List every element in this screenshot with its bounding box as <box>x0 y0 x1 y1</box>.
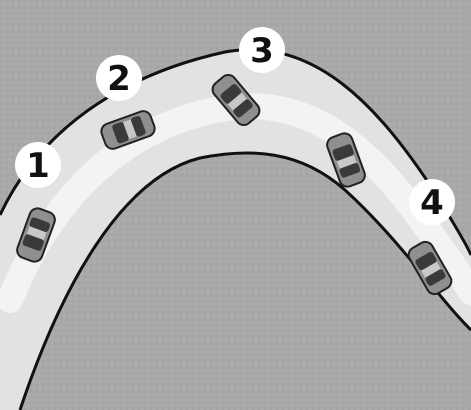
marker-4: 4 <box>409 179 455 225</box>
car <box>407 240 453 296</box>
marker-1: 1 <box>15 142 61 188</box>
marker-2-label: 2 <box>107 59 131 99</box>
car <box>16 207 56 263</box>
marker-3: 3 <box>239 27 285 73</box>
car <box>211 73 261 127</box>
car <box>100 110 156 150</box>
marker-3-label: 3 <box>250 31 274 71</box>
marker-4-label: 4 <box>420 183 444 223</box>
road-center-lane <box>0 93 471 313</box>
marker-1-label: 1 <box>26 146 50 186</box>
car <box>326 132 366 188</box>
marker-2: 2 <box>96 55 142 101</box>
